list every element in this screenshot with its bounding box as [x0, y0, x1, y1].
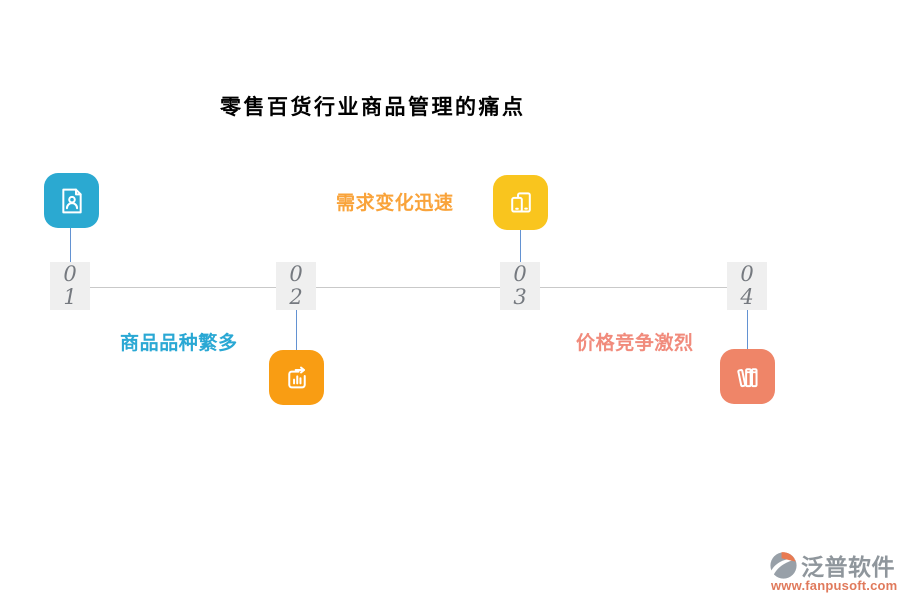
timeline-marker-03: 0 3 — [500, 262, 540, 310]
milestone-4-tile — [720, 349, 775, 404]
marker-digit: 1 — [63, 285, 77, 309]
connector-line-3 — [519, 230, 521, 262]
milestone-1-tile — [44, 173, 99, 228]
fanpu-logo-icon — [768, 550, 799, 581]
person-document-icon — [56, 185, 88, 217]
marker-digit: 4 — [740, 285, 754, 309]
watermark-brand: 泛普软件 — [801, 554, 895, 580]
marker-digit: 2 — [289, 285, 303, 309]
connector-line-1 — [69, 228, 71, 262]
milestone-1-label: 商品品种繁多 — [120, 333, 238, 354]
timeline-line — [70, 287, 747, 288]
timeline-marker-02: 0 2 — [276, 262, 316, 310]
marker-digit: 0 — [740, 262, 754, 286]
milestone-2-label: 需求变化迅速 — [336, 193, 454, 214]
marker-digit: 0 — [289, 262, 303, 286]
marker-digit: 0 — [63, 262, 77, 286]
connector-line-4 — [746, 310, 748, 350]
timeline-marker-01: 0 1 — [50, 262, 90, 310]
bar-chart-arrow-icon — [281, 362, 313, 394]
milestone-4-label: 价格竞争激烈 — [576, 333, 694, 354]
milestone-2-tile — [269, 350, 324, 405]
watermark-url: www.fanpusoft.com — [771, 578, 898, 593]
timeline-marker-04: 0 4 — [727, 262, 767, 310]
books-icon — [732, 361, 764, 393]
marker-digit: 0 — [513, 262, 527, 286]
marker-digit: 3 — [513, 285, 527, 309]
connector-line-2 — [295, 310, 297, 350]
phone-tablet-icon — [505, 187, 537, 219]
milestone-3-tile — [493, 175, 548, 230]
page-title: 零售百货行业商品管理的痛点 — [220, 96, 526, 119]
